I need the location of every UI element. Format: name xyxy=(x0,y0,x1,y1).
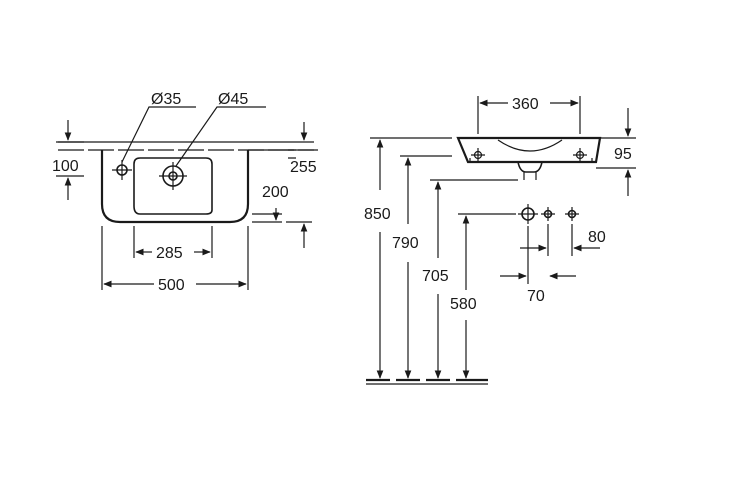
plan-view: Ø35 Ø45 100 255 200 285 500 xyxy=(52,91,318,294)
tap-hole xyxy=(112,160,132,180)
spacing-80-label: 80 xyxy=(588,229,606,246)
supply-connection-left xyxy=(541,207,555,221)
waste-hole-diameter-label: Ø45 xyxy=(218,91,248,108)
waste-hole xyxy=(159,162,187,190)
height-705-label: 705 xyxy=(422,268,449,285)
waste-connection xyxy=(518,204,538,224)
height-580-label: 580 xyxy=(450,296,477,313)
height-850-label: 850 xyxy=(364,206,391,223)
total-width-label: 500 xyxy=(158,277,185,294)
bowl-outline xyxy=(133,157,213,215)
height-offset-label: 100 xyxy=(52,158,79,175)
tap-hole-diameter-label: Ø35 xyxy=(151,91,181,108)
fixing-hole-right xyxy=(573,148,587,162)
basin-outline xyxy=(100,150,250,224)
bowl-width-label: 285 xyxy=(156,245,183,262)
basin-side-outline xyxy=(456,136,602,164)
basin-height-label: 95 xyxy=(614,146,632,163)
spacing-70-label: 70 xyxy=(527,288,545,305)
side-view: 360 95 850 790 705 580 xyxy=(364,96,636,385)
depth-label: 360 xyxy=(512,96,539,113)
supply-connection-right xyxy=(565,207,579,221)
rear-depth-label: 200 xyxy=(262,184,289,201)
height-790-label: 790 xyxy=(392,235,419,252)
fixing-hole-left xyxy=(471,148,485,162)
wall-offset-label: 255 xyxy=(290,159,317,176)
